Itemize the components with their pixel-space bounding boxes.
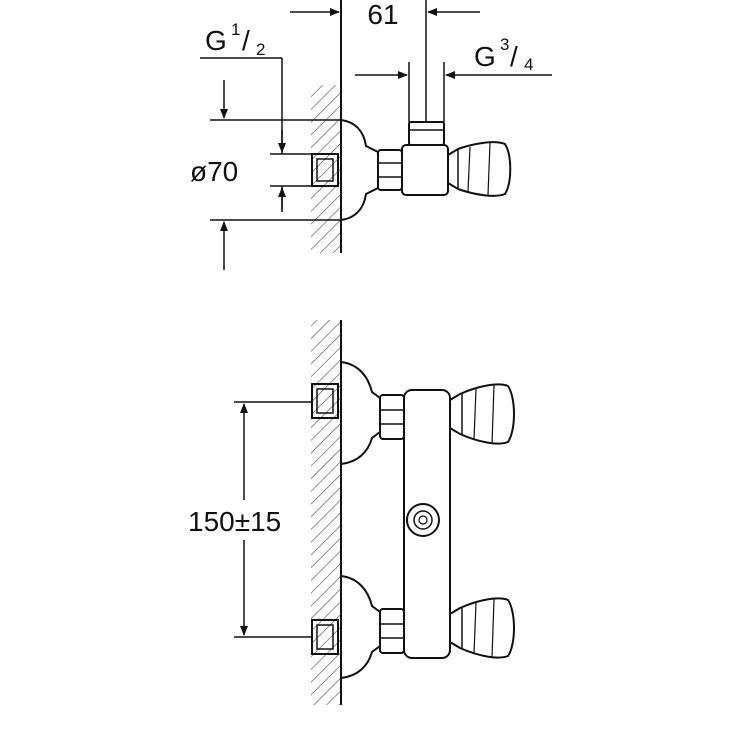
label-g-three-quarter: G 3 / 4 <box>474 35 533 74</box>
wall-hatch-top <box>311 85 341 253</box>
svg-text:3: 3 <box>500 35 509 54</box>
label-61: 61 <box>367 0 398 30</box>
dimension-150 <box>234 401 312 638</box>
label-g-half: G 1 / 2 <box>205 20 265 59</box>
svg-text:4: 4 <box>524 55 533 74</box>
outlet-top <box>408 121 445 146</box>
dimension-g-half <box>200 57 312 212</box>
svg-text:1: 1 <box>231 20 240 39</box>
escutcheon-upper <box>340 361 381 465</box>
hex-nut-top <box>377 149 403 191</box>
wall-hatch-bottom <box>311 320 341 705</box>
svg-text:/: / <box>510 41 518 72</box>
svg-text:2: 2 <box>256 40 265 59</box>
svg-text:G: G <box>474 41 496 72</box>
mixer-body <box>403 389 451 659</box>
handle-top <box>447 141 512 197</box>
handle-lower <box>449 597 515 659</box>
front-view <box>311 320 515 705</box>
handle-upper <box>449 383 515 445</box>
escutcheon-top <box>340 119 379 221</box>
dimension-g-three-quarter <box>355 62 552 122</box>
svg-text:G: G <box>205 25 227 56</box>
dimension-diameter-70 <box>210 80 341 270</box>
label-diameter-70: ø70 <box>190 156 238 187</box>
outlet-fitting <box>406 503 440 537</box>
inlet-stub-upper <box>311 383 339 419</box>
escutcheon-lower <box>340 575 381 679</box>
hex-nut-upper <box>379 394 405 440</box>
svg-text:/: / <box>242 25 250 56</box>
hex-nut-lower <box>379 608 405 654</box>
valve-body-top <box>401 144 449 196</box>
label-150: 150±15 <box>188 506 281 537</box>
side-view <box>311 0 512 253</box>
dimension-61 <box>290 0 480 122</box>
inlet-stub-top <box>311 153 339 187</box>
